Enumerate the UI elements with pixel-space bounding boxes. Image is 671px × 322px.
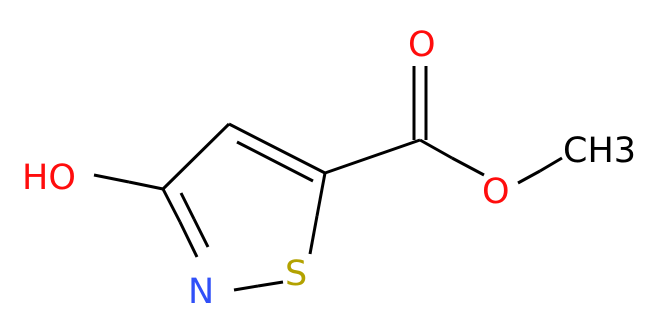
bond-c3-oh-a [128, 180, 164, 191]
bond-s-n-b [233, 284, 259, 292]
methyl-label-subscript: 3 [614, 131, 636, 171]
methyl-label-main: CH [563, 131, 614, 171]
bond-n-c3-b2 [192, 218, 210, 248]
bond-n-c3-b1 [179, 192, 196, 220]
methyl-label: CH3 [563, 131, 636, 171]
ring-nitrogen-label: N [188, 272, 214, 312]
bond-oester-ch3-a [517, 169, 541, 185]
carbonyl-oxygen-label: O [408, 25, 436, 65]
bond-c5-s-b [308, 215, 319, 255]
bond-c-oester-a [419, 138, 453, 160]
bond-c3-oh-b [93, 173, 130, 184]
bond-c3-c4 [161, 122, 231, 191]
ester-oxygen-label: O [482, 172, 510, 212]
ring-sulfur-label: S [285, 254, 307, 294]
bond-oester-ch3-b [539, 156, 563, 173]
bond-c-oester-b [451, 156, 485, 177]
bond-c4-c5-a [228, 122, 326, 175]
bond-n-c3-a1 [161, 188, 182, 223]
bond-n-c3-a2 [178, 221, 199, 258]
hydroxyl-label: HO [22, 158, 76, 198]
bond-s-n-a [257, 280, 284, 288]
bond-c4-c5-b [236, 140, 314, 183]
bond-c5-s-a [315, 172, 327, 217]
bond-c5-ccarbonyl [324, 138, 421, 175]
